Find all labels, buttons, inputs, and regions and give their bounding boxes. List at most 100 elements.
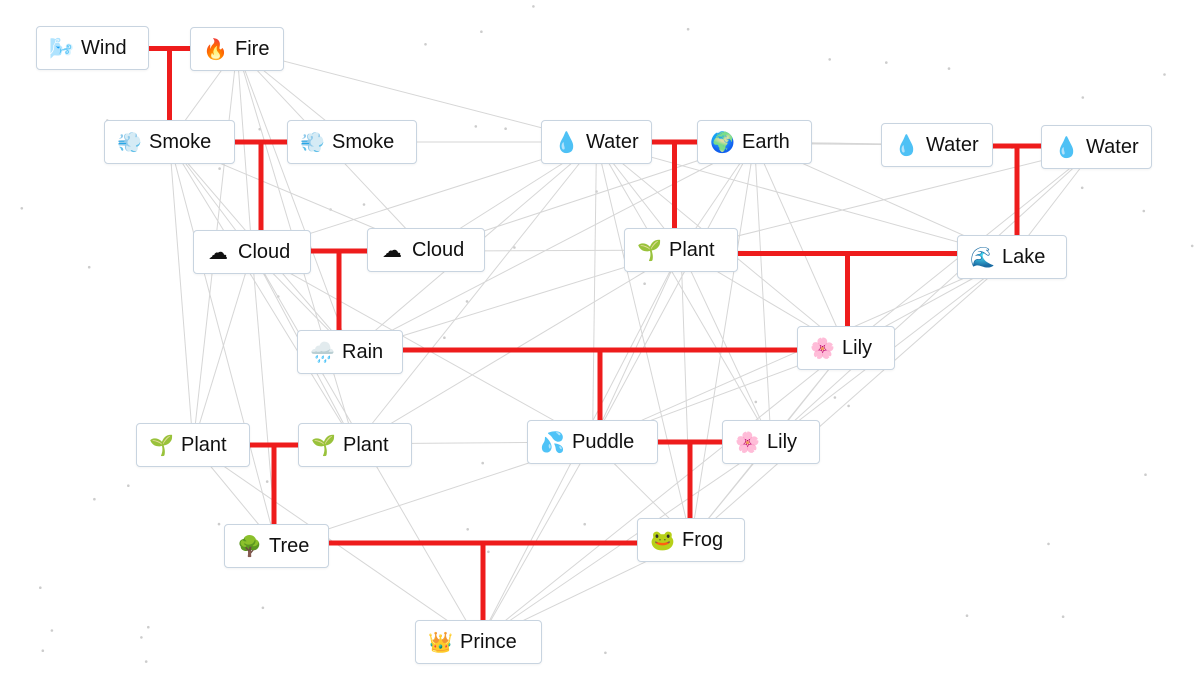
element-label: Prince (460, 630, 517, 653)
faint-connection-line (690, 256, 1013, 541)
element-tile-prince[interactable]: 👑 Prince (415, 620, 542, 664)
background-dot (127, 484, 130, 488)
element-tile-puddle[interactable]: 💦 Puddle (527, 420, 658, 464)
element-label: Rain (342, 340, 384, 363)
element-tile-lily2[interactable]: 🌸Lily (722, 420, 820, 464)
element-tile-plant2[interactable]: 🌱Plant (136, 423, 250, 467)
faint-connection-line (236, 48, 253, 253)
background-dot (828, 58, 831, 61)
background-dot (604, 651, 607, 655)
lily-icon: 🌸 (735, 430, 760, 454)
background-dot (480, 30, 483, 33)
element-tile-fire1[interactable]: 🔥 Fire (190, 27, 284, 71)
background-dot (466, 528, 470, 531)
background-dot (643, 282, 646, 286)
element-tile-water2[interactable]: 💧Water (881, 123, 993, 167)
background-dot (443, 336, 446, 340)
faint-connection-line (169, 141, 277, 547)
background-dot (1081, 96, 1085, 99)
element-label: Cloud (412, 238, 465, 261)
element-tile-rain[interactable]: 🌧️ Rain (297, 330, 403, 374)
element-label: Smoke (149, 130, 212, 153)
background-dot (885, 61, 888, 64)
lily-icon: 🌸 (810, 336, 835, 360)
plant-icon: 🌱 (637, 238, 662, 262)
crown-icon: 👑 (428, 630, 453, 654)
element-label: Fire (235, 37, 270, 60)
faint-connection-line (169, 141, 356, 446)
wind-icon: 🌬️ (49, 36, 74, 60)
element-label: Water (1086, 135, 1139, 158)
puddle-icon: 💦 (540, 430, 565, 454)
element-tile-frog[interactable]: 🐸Frog (637, 518, 745, 562)
background-dot (41, 649, 45, 652)
background-dot (1061, 615, 1065, 618)
background-dot (1080, 186, 1084, 190)
faint-connection-line (596, 141, 772, 443)
plant-icon: 🌱 (149, 433, 174, 457)
element-tile-tree[interactable]: 🌳Tree (224, 524, 329, 568)
element-tile-smoke2[interactable]: 💨Smoke (287, 120, 417, 164)
faint-connection-line (754, 141, 772, 443)
smoke-icon: 💨 (300, 130, 325, 154)
background-dot (965, 614, 969, 617)
smoke-icon: 💨 (117, 130, 142, 154)
element-tile-plant3[interactable]: 🌱 Plant (298, 423, 412, 467)
water-drop-icon: 💧 (894, 133, 919, 157)
faint-connection-line (596, 141, 692, 541)
background-dot (1144, 473, 1147, 477)
faint-connection-line (354, 141, 597, 446)
faint-connection-line (236, 48, 597, 143)
background-dot (754, 400, 758, 404)
faint-connection-line (592, 141, 755, 443)
element-tile-water3[interactable]: 💧Water (1041, 125, 1152, 169)
element-tile-water1[interactable]: 💧 Water (541, 120, 652, 164)
element-tile-earth[interactable]: 🌍Earth (697, 120, 812, 164)
background-dot (362, 203, 366, 206)
recipe-connections (149, 46, 1041, 620)
element-label: Puddle (572, 430, 635, 453)
fire-icon: 🔥 (203, 37, 228, 61)
background-dot (504, 127, 507, 130)
rain-icon: 🌧️ (310, 340, 335, 364)
element-tile-smoke1[interactable]: 💨 Smoke (104, 120, 235, 164)
cloud-icon: ☁ (382, 238, 402, 262)
faint-connection-line (169, 141, 194, 446)
background-dot (833, 396, 837, 399)
background-dot (474, 125, 478, 128)
element-tile-cloud1[interactable]: ☁Cloud (193, 230, 311, 274)
water-drop-icon: 💧 (554, 130, 579, 154)
background-dot (1163, 73, 1166, 76)
element-label: Water (586, 130, 639, 153)
element-tile-cloud2[interactable]: ☁ Cloud (367, 228, 485, 272)
element-tile-lily1[interactable]: 🌸Lily (797, 326, 895, 370)
element-label: Wind (81, 36, 127, 59)
background-dot (140, 636, 143, 639)
faint-connection-line (596, 141, 1013, 258)
background-dot (1190, 244, 1194, 248)
background-dot (465, 300, 469, 303)
faint-connection-line (592, 141, 597, 443)
background-dot (847, 404, 850, 408)
background-dot (20, 207, 24, 210)
element-label: Cloud (238, 240, 291, 263)
element-tile-wind[interactable]: 🌬️ Wind (36, 26, 149, 70)
element-label: Plant (343, 433, 389, 456)
element-label: Lake (1002, 245, 1046, 268)
background-dot (513, 246, 516, 249)
faint-connection-line (680, 146, 1097, 251)
element-tile-lake[interactable]: 🌊Lake (957, 235, 1067, 279)
background-dot (261, 606, 265, 610)
element-label: Plant (669, 238, 715, 261)
background-dot (144, 660, 148, 663)
faint-connection-line (478, 347, 847, 643)
element-label: Frog (682, 528, 724, 551)
background-dot (93, 497, 96, 501)
element-tile-plant1[interactable]: 🌱 Plant (624, 228, 738, 272)
plant-icon: 🌱 (311, 433, 336, 457)
background-dot (487, 550, 490, 554)
element-label: Tree (269, 534, 310, 557)
background-dot (87, 265, 91, 269)
